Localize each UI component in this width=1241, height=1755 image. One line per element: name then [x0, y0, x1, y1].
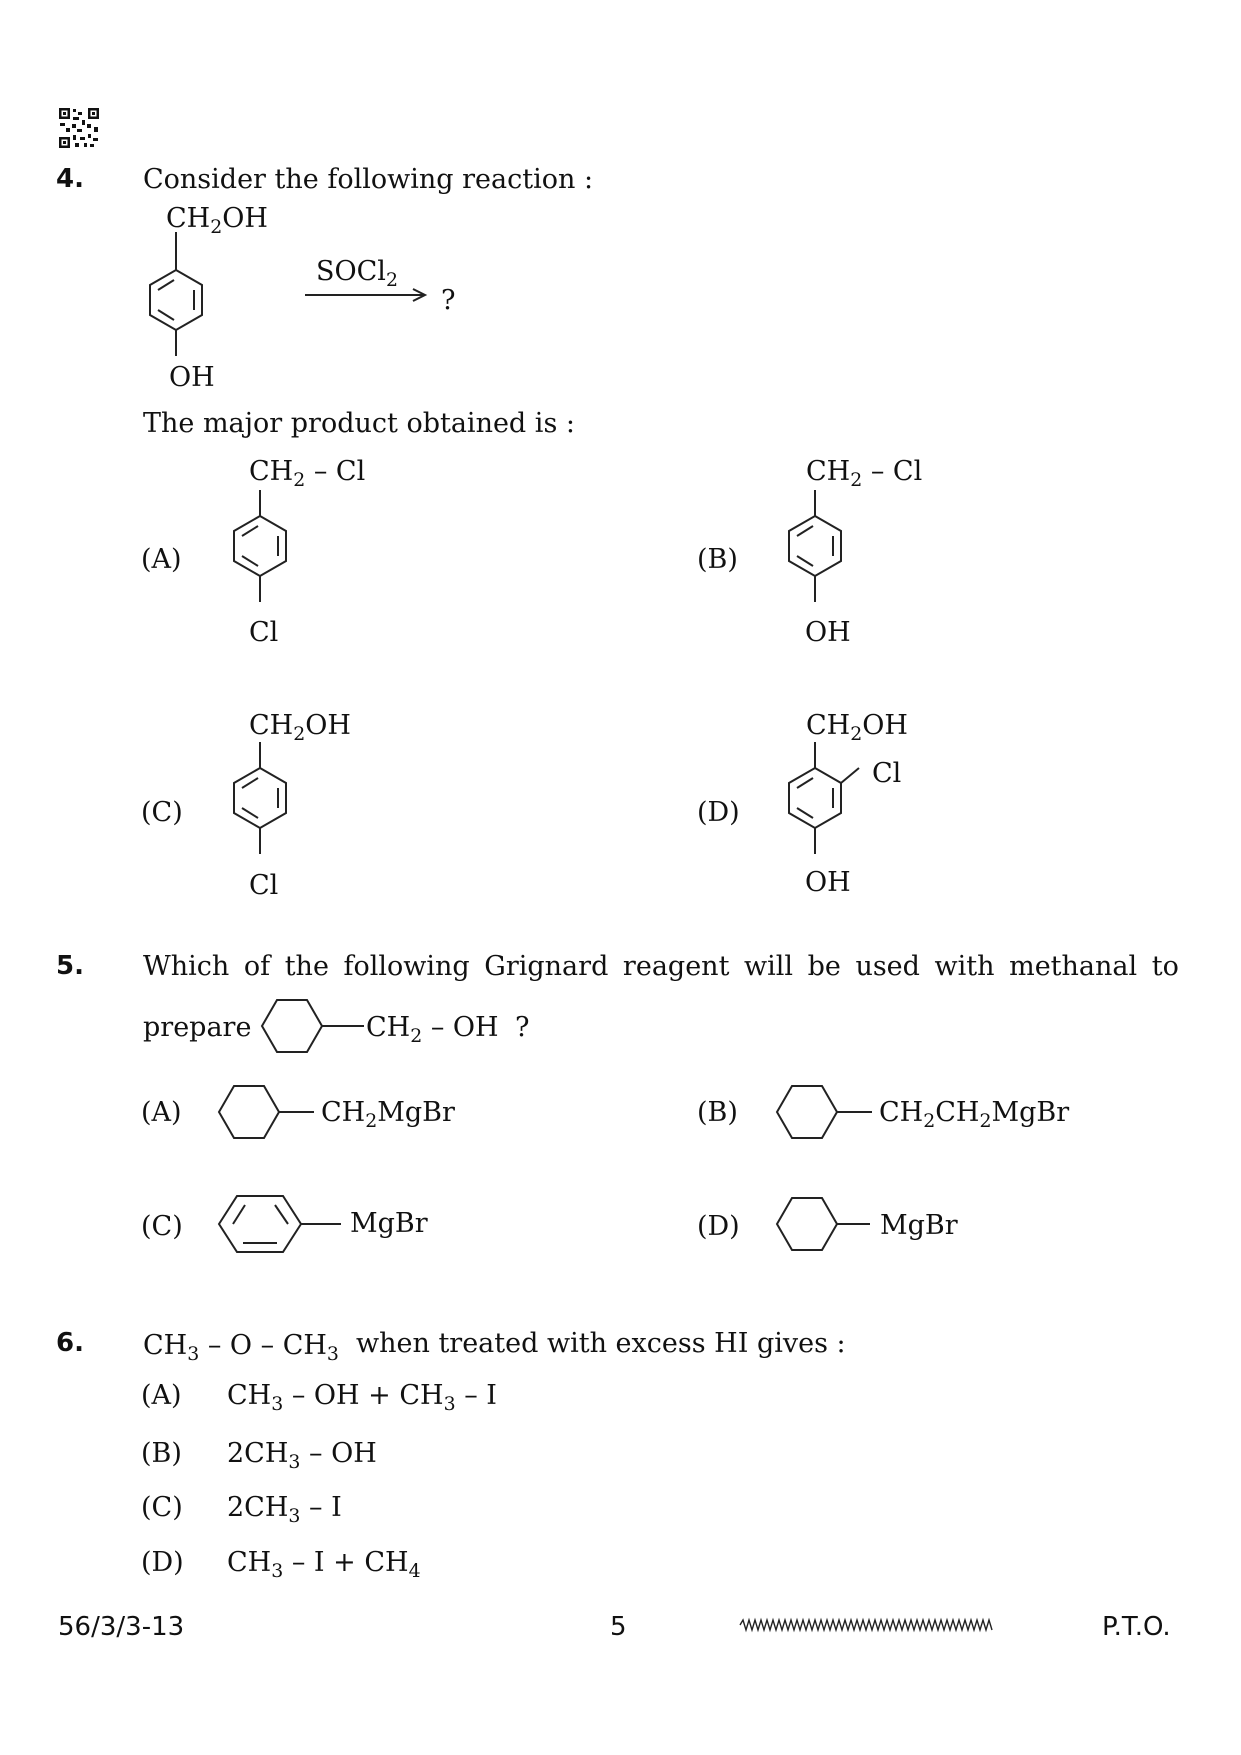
reaction-arrow-icon [305, 288, 428, 302]
footer-page-number: 5 [610, 1612, 627, 1642]
q4-reagent: SOCl2 [316, 256, 398, 292]
q4-option-b-bottom: OH [805, 617, 851, 648]
q4-product-mark: ? [441, 285, 456, 316]
question-5-number: 5. [56, 951, 84, 981]
question-4-number: 4. [56, 164, 84, 194]
question-6-formula: CH3 – O – CH3 [143, 1330, 339, 1366]
q5-option-d-group: MgBr [880, 1210, 958, 1241]
q5-target-group: CH2 – OH [366, 1012, 499, 1048]
q6-option-a-text: CH3 – OH + CH3 – I [227, 1380, 497, 1416]
question-6-prompt: when treated with excess HI gives : [356, 1328, 846, 1359]
q6-option-b-text: 2CH3 – OH [227, 1438, 377, 1474]
q4-option-b-label[interactable]: (B) [697, 544, 738, 575]
qr-code-icon [58, 107, 100, 149]
q4-option-c-label[interactable]: (C) [141, 797, 183, 828]
q4-option-d-side: Cl [872, 758, 902, 789]
q4-option-d-top: CH2OH [806, 710, 908, 746]
q4-option-a-top: CH2 – Cl [249, 456, 366, 492]
q5-target-cyclohexane [260, 999, 364, 1053]
q6-option-c-text: 2CH3 – I [227, 1492, 342, 1528]
q6-option-d-text: CH3 – I + CH4 [227, 1547, 421, 1583]
q4-option-b-benzene [788, 490, 842, 602]
q6-option-a-label[interactable]: (A) [141, 1380, 182, 1411]
footer-pto: P.T.O. [1102, 1612, 1171, 1642]
question-5-prompt-line1: Which of the following Grignard reagent … [143, 951, 1179, 982]
question-4-subprompt: The major product obtained is : [143, 408, 575, 439]
q4-option-a-benzene [233, 490, 287, 602]
q4-option-c-benzene [233, 742, 287, 854]
q4-reactant-benzene [149, 232, 203, 356]
q4-option-d-label[interactable]: (D) [697, 797, 740, 828]
question-4-prompt: Consider the following reaction : [143, 164, 594, 195]
q4-reactant-bottom: OH [169, 362, 215, 393]
q5-target-mark: ? [515, 1012, 530, 1043]
q4-reactant-top: CH2OH [166, 203, 268, 239]
q4-option-b-top: CH2 – Cl [806, 456, 923, 492]
q4-option-c-top: CH2OH [249, 710, 351, 746]
q5-option-b-group: CH2CH2MgBr [879, 1097, 1070, 1133]
q5-option-d-cyclohexane [775, 1197, 870, 1251]
q5-option-a-group: CH2MgBr [321, 1097, 455, 1133]
q4-option-c-bottom: Cl [249, 870, 279, 901]
wavy-line-icon [739, 1617, 993, 1633]
q5-option-c-group: MgBr [350, 1208, 428, 1239]
q4-option-d-bottom: OH [805, 867, 851, 898]
q6-option-b-label[interactable]: (B) [141, 1438, 182, 1469]
footer-code: 56/3/3-13 [58, 1612, 185, 1642]
question-5-prompt-line2: prepare [143, 1012, 252, 1043]
q5-option-a-cyclohexane [217, 1085, 314, 1139]
q6-option-d-label[interactable]: (D) [141, 1547, 184, 1578]
q4-option-a-bottom: Cl [249, 617, 279, 648]
q6-option-c-label[interactable]: (C) [141, 1492, 183, 1523]
q5-option-c-benzene [217, 1195, 341, 1253]
q5-option-a-label[interactable]: (A) [141, 1097, 182, 1128]
q5-option-c-label[interactable]: (C) [141, 1211, 183, 1242]
q5-option-b-cyclohexane [775, 1085, 872, 1139]
q5-option-d-label[interactable]: (D) [697, 1211, 740, 1242]
q5-option-b-label[interactable]: (B) [697, 1097, 738, 1128]
q4-option-d-benzene [788, 742, 860, 854]
q4-option-a-label[interactable]: (A) [141, 544, 182, 575]
question-6-number: 6. [56, 1328, 84, 1358]
